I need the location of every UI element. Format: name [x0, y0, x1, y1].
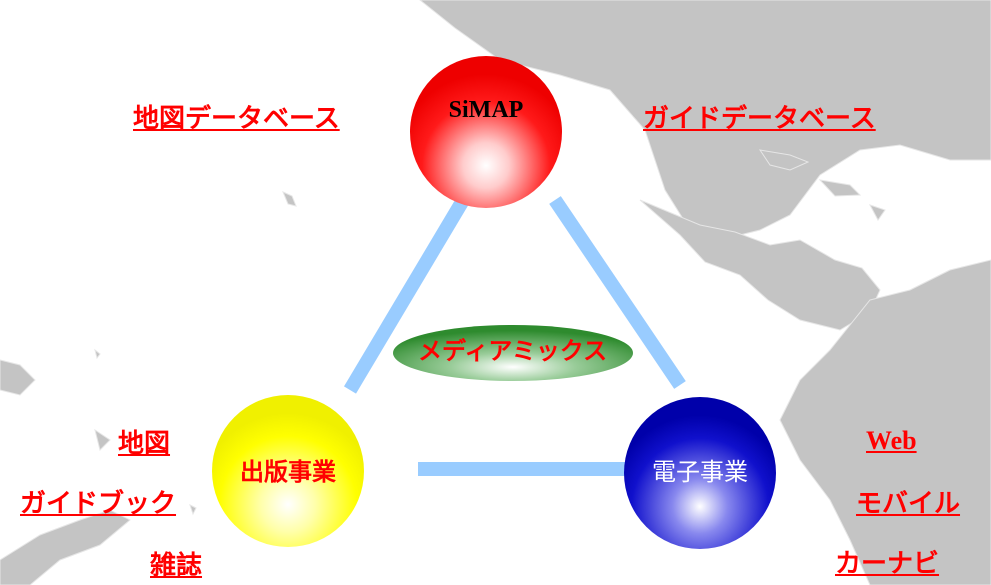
map-island-left-4 [282, 191, 297, 207]
map-island-1 [758, 149, 810, 171]
connector-simap-electronic [549, 196, 686, 389]
electronic-label: 電子事業 [652, 459, 748, 486]
map-island-3 [868, 204, 886, 221]
simap-label: SiMAP [448, 97, 524, 123]
mediamix-ellipse [393, 325, 633, 381]
simap-ball [410, 56, 562, 208]
link-map-database[interactable]: 地図データベース [133, 103, 340, 133]
publishing-ball [212, 395, 364, 547]
publishing-label: 出版事業 [240, 459, 336, 486]
map-island-left-1 [0, 509, 131, 585]
map-landmass-south [779, 259, 991, 585]
map-island-left-5 [94, 348, 101, 360]
link-carnavi[interactable]: カーナビ [835, 548, 940, 578]
link-guidebook[interactable]: ガイドブック [20, 488, 177, 518]
map-island-2 [818, 179, 862, 197]
link-guide-database[interactable]: ガイドデータベース [643, 103, 876, 133]
connector-simap-publishing [343, 198, 469, 394]
link-web[interactable]: Web [866, 426, 917, 455]
map-island-left-3 [94, 428, 111, 451]
map-island-left-6 [189, 504, 197, 516]
electronic-ball [624, 397, 776, 549]
mediamix-label: メディアミックス [418, 338, 608, 365]
link-magazine[interactable]: 雑誌 [150, 550, 203, 580]
link-map[interactable]: 地図 [118, 428, 171, 458]
link-mobile[interactable]: モバイル [856, 488, 961, 518]
map-island-left-2 [0, 359, 36, 396]
